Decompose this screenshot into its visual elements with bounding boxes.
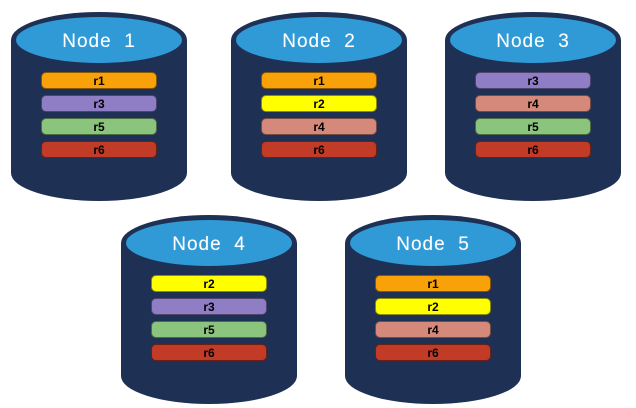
node-title: Node 1 [62,31,136,52]
database-node-5: Node 5 r1 r2 r4 r6 [344,213,522,407]
replica-bar: r3 [151,298,267,315]
node-title: Node 5 [396,234,470,255]
replica-bar: r6 [151,344,267,361]
replica-bar: r6 [261,141,377,158]
node-title: Node 2 [282,31,356,52]
replica-bar: r2 [375,298,491,315]
replica-bar: r2 [261,95,377,112]
replica-bar: r3 [41,95,157,112]
replica-bar: r1 [375,275,491,292]
node-title: Node 3 [496,31,570,52]
replica-bar: r6 [475,141,591,158]
replica-bar: r6 [375,344,491,361]
replica-bar: r4 [475,95,591,112]
replica-bar: r6 [41,141,157,158]
replica-bar: r5 [41,118,157,135]
node-title: Node 4 [172,234,246,255]
database-node-2: Node 2 r1 r2 r4 r6 [230,10,408,204]
replica-bar: r4 [375,321,491,338]
replica-bar: r1 [41,72,157,89]
replica-bar: r3 [475,72,591,89]
replica-bar: r5 [475,118,591,135]
replica-bar: r2 [151,275,267,292]
replica-bar: r4 [261,118,377,135]
replica-bar: r1 [261,72,377,89]
replica-bar: r5 [151,321,267,338]
database-node-1: Node 1 r1 r3 r5 r6 [10,10,188,204]
database-node-3: Node 3 r3 r4 r5 r6 [444,10,622,204]
database-node-4: Node 4 r2 r3 r5 r6 [120,213,298,407]
